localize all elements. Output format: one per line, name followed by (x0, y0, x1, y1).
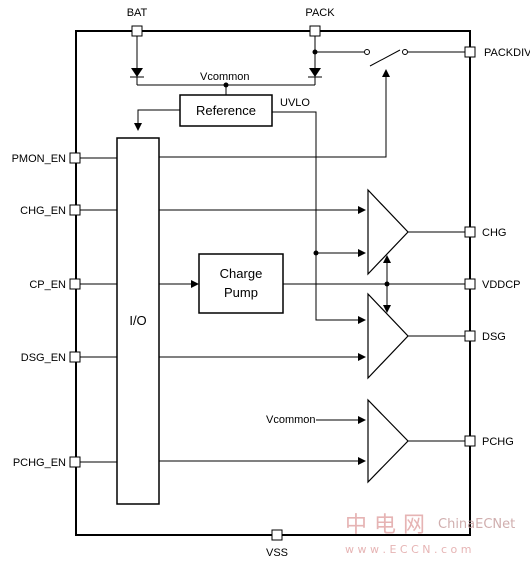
pack-diode (309, 68, 321, 77)
pin-chg-en-label: CHG_EN (20, 205, 66, 217)
pmon-control-net (159, 69, 390, 158)
uvlo-label: UVLO (280, 97, 310, 109)
pin-bat (131, 25, 143, 37)
pin-pchg-label: PCHG (482, 436, 514, 448)
pin-pack-label: PACK (305, 7, 335, 19)
pin-dsg-en (69, 351, 81, 363)
io-label: I/O (129, 313, 146, 328)
charge-pump-label-1: Charge (220, 266, 263, 281)
pin-pack (309, 25, 321, 37)
switch-blade (369, 49, 401, 67)
io-block (116, 137, 160, 505)
pin-pchg-en-label: PCHG_EN (13, 457, 66, 469)
pin-packdiv-label: PACKDIV (484, 47, 530, 59)
switch-contact-right (402, 49, 408, 55)
pin-chg-label: CHG (482, 227, 506, 239)
pin-packdiv (464, 46, 476, 58)
pin-bat-label: BAT (127, 7, 148, 19)
pin-pchg-en (69, 456, 81, 468)
pin-pmon-en (69, 152, 81, 164)
charge-pump-label-2: Pump (224, 285, 258, 300)
vcommon-top-label: Vcommon (200, 71, 250, 83)
pin-dsg (464, 330, 476, 342)
watermark: 中 电 网 ChinaECNet w w w . E C C N . c o m (345, 513, 515, 556)
pin-cp-en (69, 278, 81, 290)
uvlo-net (272, 111, 366, 324)
pin-vss-label: VSS (266, 547, 288, 559)
dsg-driver (367, 292, 409, 380)
watermark-brand: ChinaECNet (438, 517, 515, 532)
pchg-driver (367, 398, 409, 484)
pin-pchg (464, 435, 476, 447)
reference-block (179, 94, 273, 127)
watermark-chinese: 中 电 网 (345, 513, 425, 538)
bat-diode (131, 68, 143, 77)
switch-contact-left (364, 49, 370, 55)
pin-chg-en (69, 204, 81, 216)
watermark-url: w w w . E C C N . c o m (345, 543, 471, 556)
pin-vddcp (464, 278, 476, 290)
vcommon-input-label: Vcommon (266, 414, 316, 426)
pin-vss (271, 529, 283, 541)
pin-dsg-en-label: DSG_EN (21, 352, 66, 364)
charge-pump-block (198, 253, 284, 314)
pin-cp-en-label: CP_EN (29, 279, 66, 291)
pin-vddcp-label: VDDCP (482, 279, 521, 291)
pin-pmon-en-label: PMON_EN (12, 153, 66, 165)
pin-chg (464, 226, 476, 238)
reference-label: Reference (196, 103, 256, 118)
chg-driver (367, 188, 409, 276)
pin-dsg-label: DSG (482, 331, 506, 343)
